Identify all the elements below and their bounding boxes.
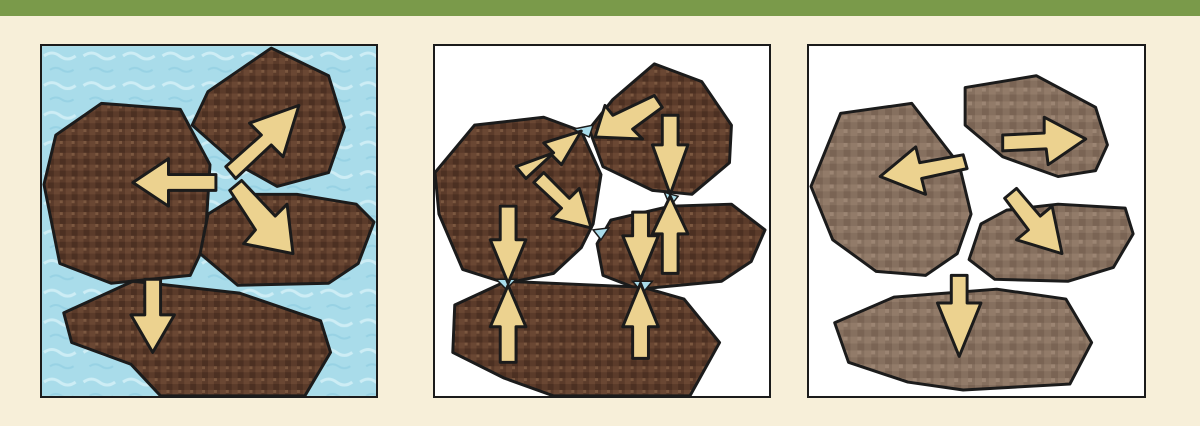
separated-dry-panel <box>807 44 1146 398</box>
shrinking-drying-diagram <box>435 46 769 396</box>
swelling-saturated-diagram <box>42 46 376 396</box>
separated-dry-diagram <box>809 46 1144 396</box>
swelling-saturated-panel <box>40 44 378 398</box>
clay-particle <box>44 103 210 283</box>
top-color-bar <box>0 0 1200 16</box>
shrinking-drying-panel <box>433 44 771 398</box>
